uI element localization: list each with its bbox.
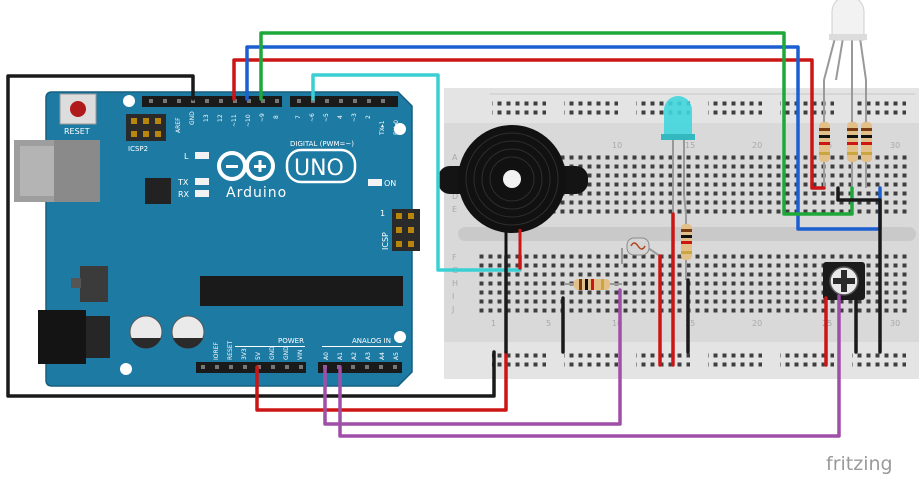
pin-label: 4 [337, 115, 344, 119]
led-tx [195, 178, 209, 185]
arduino-logo-icon [217, 151, 275, 181]
piezo-buzzer [438, 125, 588, 256]
photoresistor [621, 237, 661, 264]
dc-power-jack [38, 310, 86, 364]
col-number: 20 [752, 141, 762, 150]
wire-red-pin11 [232, 58, 826, 190]
row-letter: H [452, 279, 458, 288]
pin-label: IOREF [213, 342, 220, 360]
reset-label: RESET [64, 127, 90, 136]
potentiometer [823, 262, 865, 300]
resistor [819, 80, 830, 188]
col-number: 5 [546, 319, 551, 328]
atmega-chip [200, 276, 403, 306]
pin-label: A3 [365, 352, 372, 360]
icsp-label: ICSP [381, 232, 390, 250]
pin-label: A2 [351, 352, 358, 360]
pin-label: A0 [323, 352, 330, 360]
pin-label: RESET [227, 340, 234, 360]
col-number: 20 [752, 319, 762, 328]
pin-label: ~6 [309, 113, 316, 122]
wire-purple-a1 [338, 294, 841, 438]
resistor [861, 80, 872, 188]
pin-label: 8 [273, 115, 280, 119]
power-header [196, 362, 306, 373]
wire-black-gnd [6, 74, 496, 398]
row-letter: F [452, 253, 457, 262]
pin-label: 13 [203, 114, 210, 122]
pin-label: GND [283, 346, 290, 360]
wire-purple-a0 [323, 288, 622, 426]
on-label: ON [384, 179, 396, 188]
pin-label: 7 [295, 115, 302, 119]
arduino-uno-board: RESET ICSP2 L TX RX ON Arduino UNO [14, 91, 420, 387]
pin-label: ~3 [351, 113, 358, 122]
col-number: 10 [612, 319, 622, 328]
col-number: 15 [685, 141, 695, 150]
led-rx [195, 190, 209, 197]
wires [6, 31, 882, 438]
col-number: 1 [491, 319, 496, 328]
pin-label: AREF [175, 117, 182, 133]
pin-label: GND [189, 111, 196, 125]
pin-label: ~5 [323, 113, 330, 122]
power-label: POWER [278, 337, 304, 345]
col-number: 10 [612, 141, 622, 150]
pin-label: A1 [337, 352, 344, 360]
voltage-regulator [80, 266, 108, 302]
row-letter: E [452, 205, 457, 214]
pin-label: ~10 [245, 114, 252, 127]
pin-label: TX▸1 [379, 120, 386, 136]
col-number: 30 [890, 141, 900, 150]
jumper-black-common [836, 186, 882, 354]
wire-green-pin9 [259, 31, 854, 216]
row-letter: A [452, 153, 458, 162]
row-letter: J [451, 305, 454, 314]
analog-label: ANALOG IN [352, 337, 391, 345]
cyan-led [661, 96, 695, 215]
model-label: UNO [294, 156, 344, 181]
led-l-label: L [184, 152, 189, 161]
icsp-pin1-label: 1 [380, 209, 385, 218]
icsp2-label: ICSP2 [128, 145, 148, 153]
pin-label: VIN [297, 350, 304, 360]
wire-cyan-pin6 [311, 73, 522, 272]
resistor [564, 279, 622, 290]
fritzing-watermark: fritzing [826, 453, 893, 475]
model-badge [285, 148, 357, 184]
led-tx-label: TX [177, 178, 189, 187]
pin-label: A4 [379, 352, 386, 360]
row-letter: I [452, 292, 454, 301]
rgb-led [823, 0, 867, 81]
pin-label: GND [269, 346, 276, 360]
led-l [195, 152, 209, 159]
pin-label: RX◂0 [393, 120, 400, 135]
digital-label: DIGITAL (PWM=~) [290, 140, 354, 148]
col-number: 15 [685, 319, 695, 328]
wire-red-5v [255, 350, 508, 412]
pin-label: 2 [365, 115, 372, 119]
board-pcb [45, 91, 413, 387]
brand-label: Arduino [226, 185, 287, 201]
pin-label: ~9 [259, 113, 266, 122]
pin-label: ~11 [231, 114, 238, 127]
row-letter: D [452, 192, 458, 201]
led-on [368, 179, 382, 186]
digital-header-left [142, 96, 282, 107]
analog-header [318, 362, 402, 373]
pin-label: 5V [255, 351, 262, 360]
usb-chip [145, 178, 171, 204]
pin-label: A5 [393, 352, 400, 360]
digital-header-right [290, 96, 398, 107]
col-number: 30 [890, 319, 900, 328]
led-rx-label: RX [178, 190, 190, 199]
resistor [681, 214, 692, 280]
resistor [847, 80, 858, 200]
pin-label: 3V3 [241, 348, 248, 360]
pin-label: 12 [217, 114, 224, 122]
